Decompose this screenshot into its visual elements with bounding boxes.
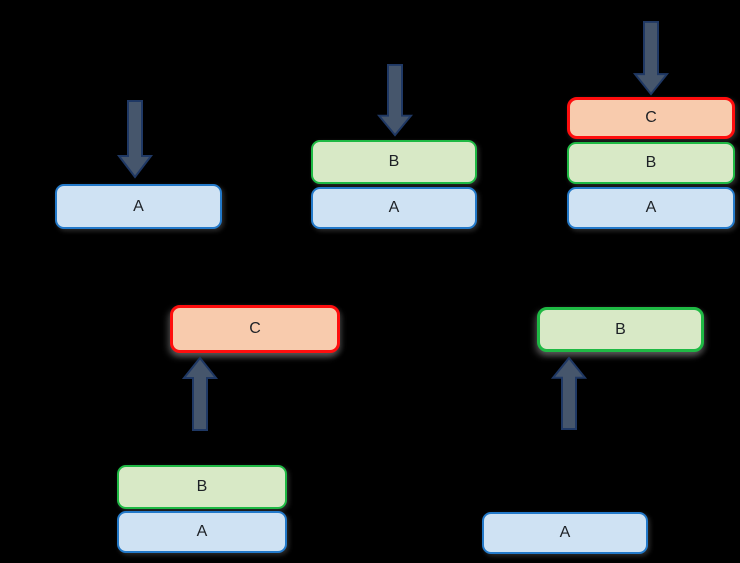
stack-box-a: A: [482, 512, 648, 554]
stack-box-c: C: [170, 305, 340, 353]
box-label: A: [559, 524, 571, 541]
stack-box-b: B: [311, 140, 477, 184]
stack-box-c: C: [567, 97, 735, 139]
stack-box-b: B: [117, 465, 287, 509]
box-label: A: [388, 199, 400, 216]
box-label: A: [133, 197, 144, 215]
down-arrow-icon: [116, 100, 154, 179]
stack-box-b: B: [537, 307, 704, 352]
down-arrow-icon: [376, 64, 414, 137]
stack-box-b: B: [567, 142, 735, 184]
box-label: B: [196, 478, 208, 495]
down-arrow-icon: [632, 21, 670, 96]
box-label: C: [249, 320, 261, 337]
box-label: A: [196, 523, 208, 540]
stack-box-a: A: [117, 511, 287, 553]
stack-box-a: A: [567, 187, 735, 229]
stack-box-a: A: [311, 187, 477, 229]
up-arrow-icon: [550, 356, 588, 430]
stack-box-a: A: [55, 184, 222, 229]
box-label: B: [645, 154, 657, 171]
box-label: B: [388, 153, 400, 170]
box-label: C: [645, 109, 657, 126]
box-label: B: [615, 320, 626, 338]
up-arrow-icon: [181, 356, 219, 431]
box-label: A: [645, 199, 657, 216]
